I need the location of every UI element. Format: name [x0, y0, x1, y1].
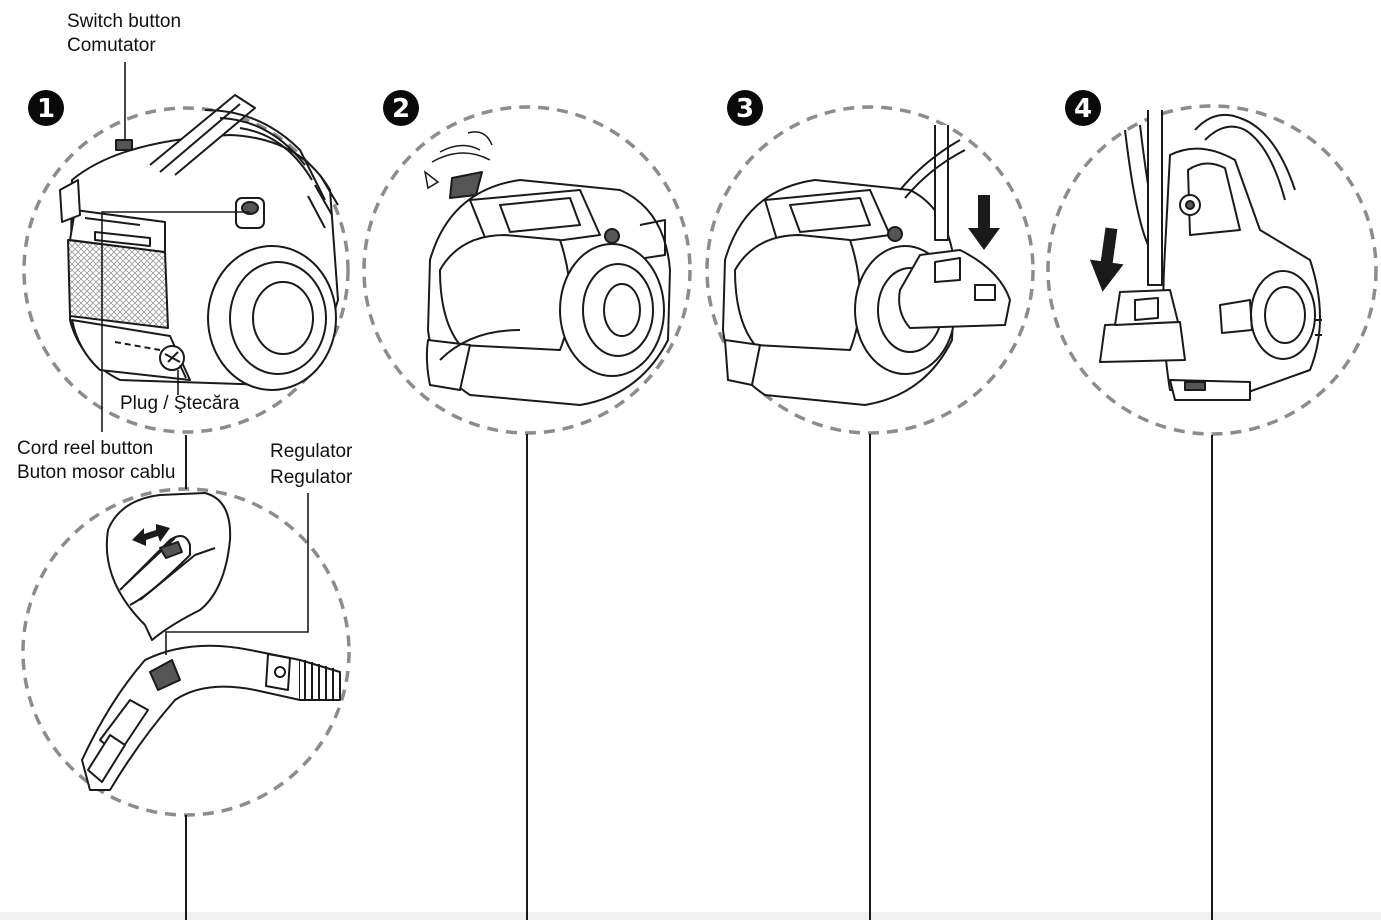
label-regulator-ro: Regulator: [270, 467, 353, 488]
label-cord-reel-button: Cord reel button: [17, 438, 154, 459]
svg-text:2: 2: [392, 94, 410, 124]
vacuum-rear-illustration: [425, 171, 671, 406]
svg-text:1: 1: [37, 94, 55, 124]
vacuum-upright-illustration: [1099, 110, 1322, 401]
hose-handle-illustration: [81, 492, 341, 791]
double-arrow-icon: [132, 524, 170, 546]
label-plug: Plug / Ştecăra: [120, 393, 240, 414]
label-switch-button-ro: Comutator: [67, 35, 156, 56]
svg-text:4: 4: [1074, 94, 1092, 124]
step-badge-2: 2: [383, 90, 419, 126]
label-regulator: Regulator: [270, 441, 353, 462]
label-switch-button: Switch button: [67, 11, 182, 32]
step-badge-3: 3: [727, 90, 763, 126]
svg-text:3: 3: [736, 94, 754, 124]
step-3-circle: [705, 105, 1035, 435]
power-on-icon: [423, 131, 493, 190]
bottom-strip: [0, 912, 1381, 920]
down-arrow-icon: [1089, 227, 1124, 292]
leader-regulator: [165, 493, 309, 655]
step-badge-4: 4: [1065, 90, 1101, 126]
vacuum-front-illustration: [59, 94, 339, 391]
step-1-circle: [22, 106, 350, 434]
down-arrow-icon: [968, 195, 1000, 250]
step-2-circle: [362, 105, 692, 435]
vacuum-tube-attach-illustration: [722, 125, 1011, 406]
label-cord-reel-button-ro: Buton mosor cablu: [17, 462, 176, 483]
step-badge-1: 1: [28, 90, 64, 126]
step-4-circle: [1046, 104, 1378, 436]
leader-cord-reel-button: [101, 211, 250, 432]
